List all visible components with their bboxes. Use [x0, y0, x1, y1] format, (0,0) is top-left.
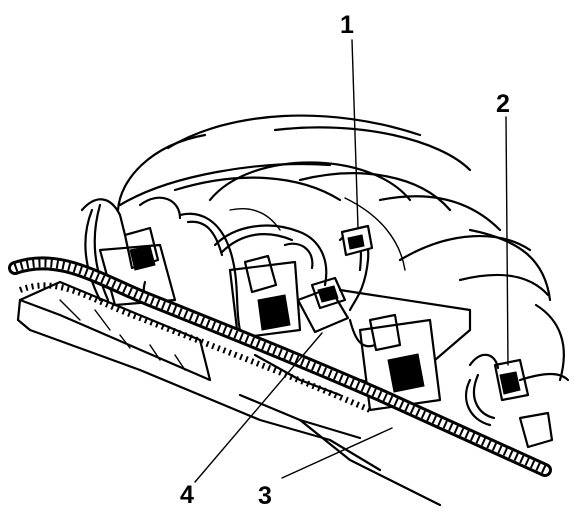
callout-4: 4 [180, 481, 194, 509]
intake-manifold [116, 114, 570, 382]
callout-3: 3 [258, 482, 272, 510]
harness-connector [296, 276, 350, 334]
injector-harness-branches [84, 203, 496, 427]
callout-2: 2 [496, 90, 510, 118]
leader-line-2 [505, 116, 509, 366]
leader-line-1 [351, 39, 359, 229]
callout-labels: 1 2 3 4 [180, 11, 510, 510]
callout-1: 1 [340, 11, 354, 39]
leader-lines [194, 39, 509, 483]
connector-upper [340, 224, 374, 257]
leader-line-3 [281, 427, 393, 479]
leader-line-4 [194, 332, 323, 483]
fuel-injector-far-right [468, 353, 554, 449]
main-harness-conduit [8, 256, 552, 477]
fuel-injector-middle [228, 242, 314, 340]
